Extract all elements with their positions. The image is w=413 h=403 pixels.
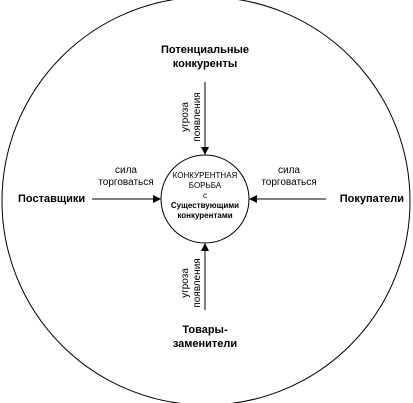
center-line1: КОНКУРЕНТНАЯ: [172, 171, 238, 180]
center-line2: БОРЬБА: [188, 181, 222, 190]
center-line5: конкурентами: [177, 211, 233, 220]
top-title-line1: Потенциальные: [160, 44, 250, 56]
center-label: КОНКУРЕНТНАЯ БОРЬБА с Существующими конк…: [160, 171, 250, 221]
right-title: Покупатели: [339, 193, 404, 205]
right-arrow-label: сила торговаться: [249, 165, 329, 189]
right-arrow-label-line1: сила: [278, 165, 300, 176]
top-title-line2: конкуренты: [172, 58, 238, 70]
left-arrow-label-line2: торговаться: [98, 177, 154, 188]
top-arrow-label-line2: появления: [192, 92, 203, 142]
center-line4: Существующими: [170, 201, 240, 210]
bottom-arrow-label-line2: появления: [192, 258, 203, 308]
right-arrow-label-line2: торговаться: [261, 177, 317, 188]
bottom-title-line1: Товары-: [182, 324, 228, 336]
bottom-title: Товары- заменители: [150, 323, 260, 351]
bottom-arrow-label-line1: угроза: [180, 268, 191, 298]
top-title: Потенциальные конкуренты: [140, 43, 270, 71]
bottom-title-line2: заменители: [172, 338, 238, 350]
top-arrow-label-line1: угроза: [180, 102, 191, 132]
left-title: Поставщики: [18, 193, 86, 205]
center-line3: с: [203, 191, 207, 200]
left-arrow-label-line1: сила: [115, 165, 137, 176]
top-arrow-label: угроза появления: [180, 87, 206, 147]
left-arrow-label: сила торговаться: [86, 165, 166, 189]
bottom-arrow-label: угроза появления: [180, 253, 206, 313]
